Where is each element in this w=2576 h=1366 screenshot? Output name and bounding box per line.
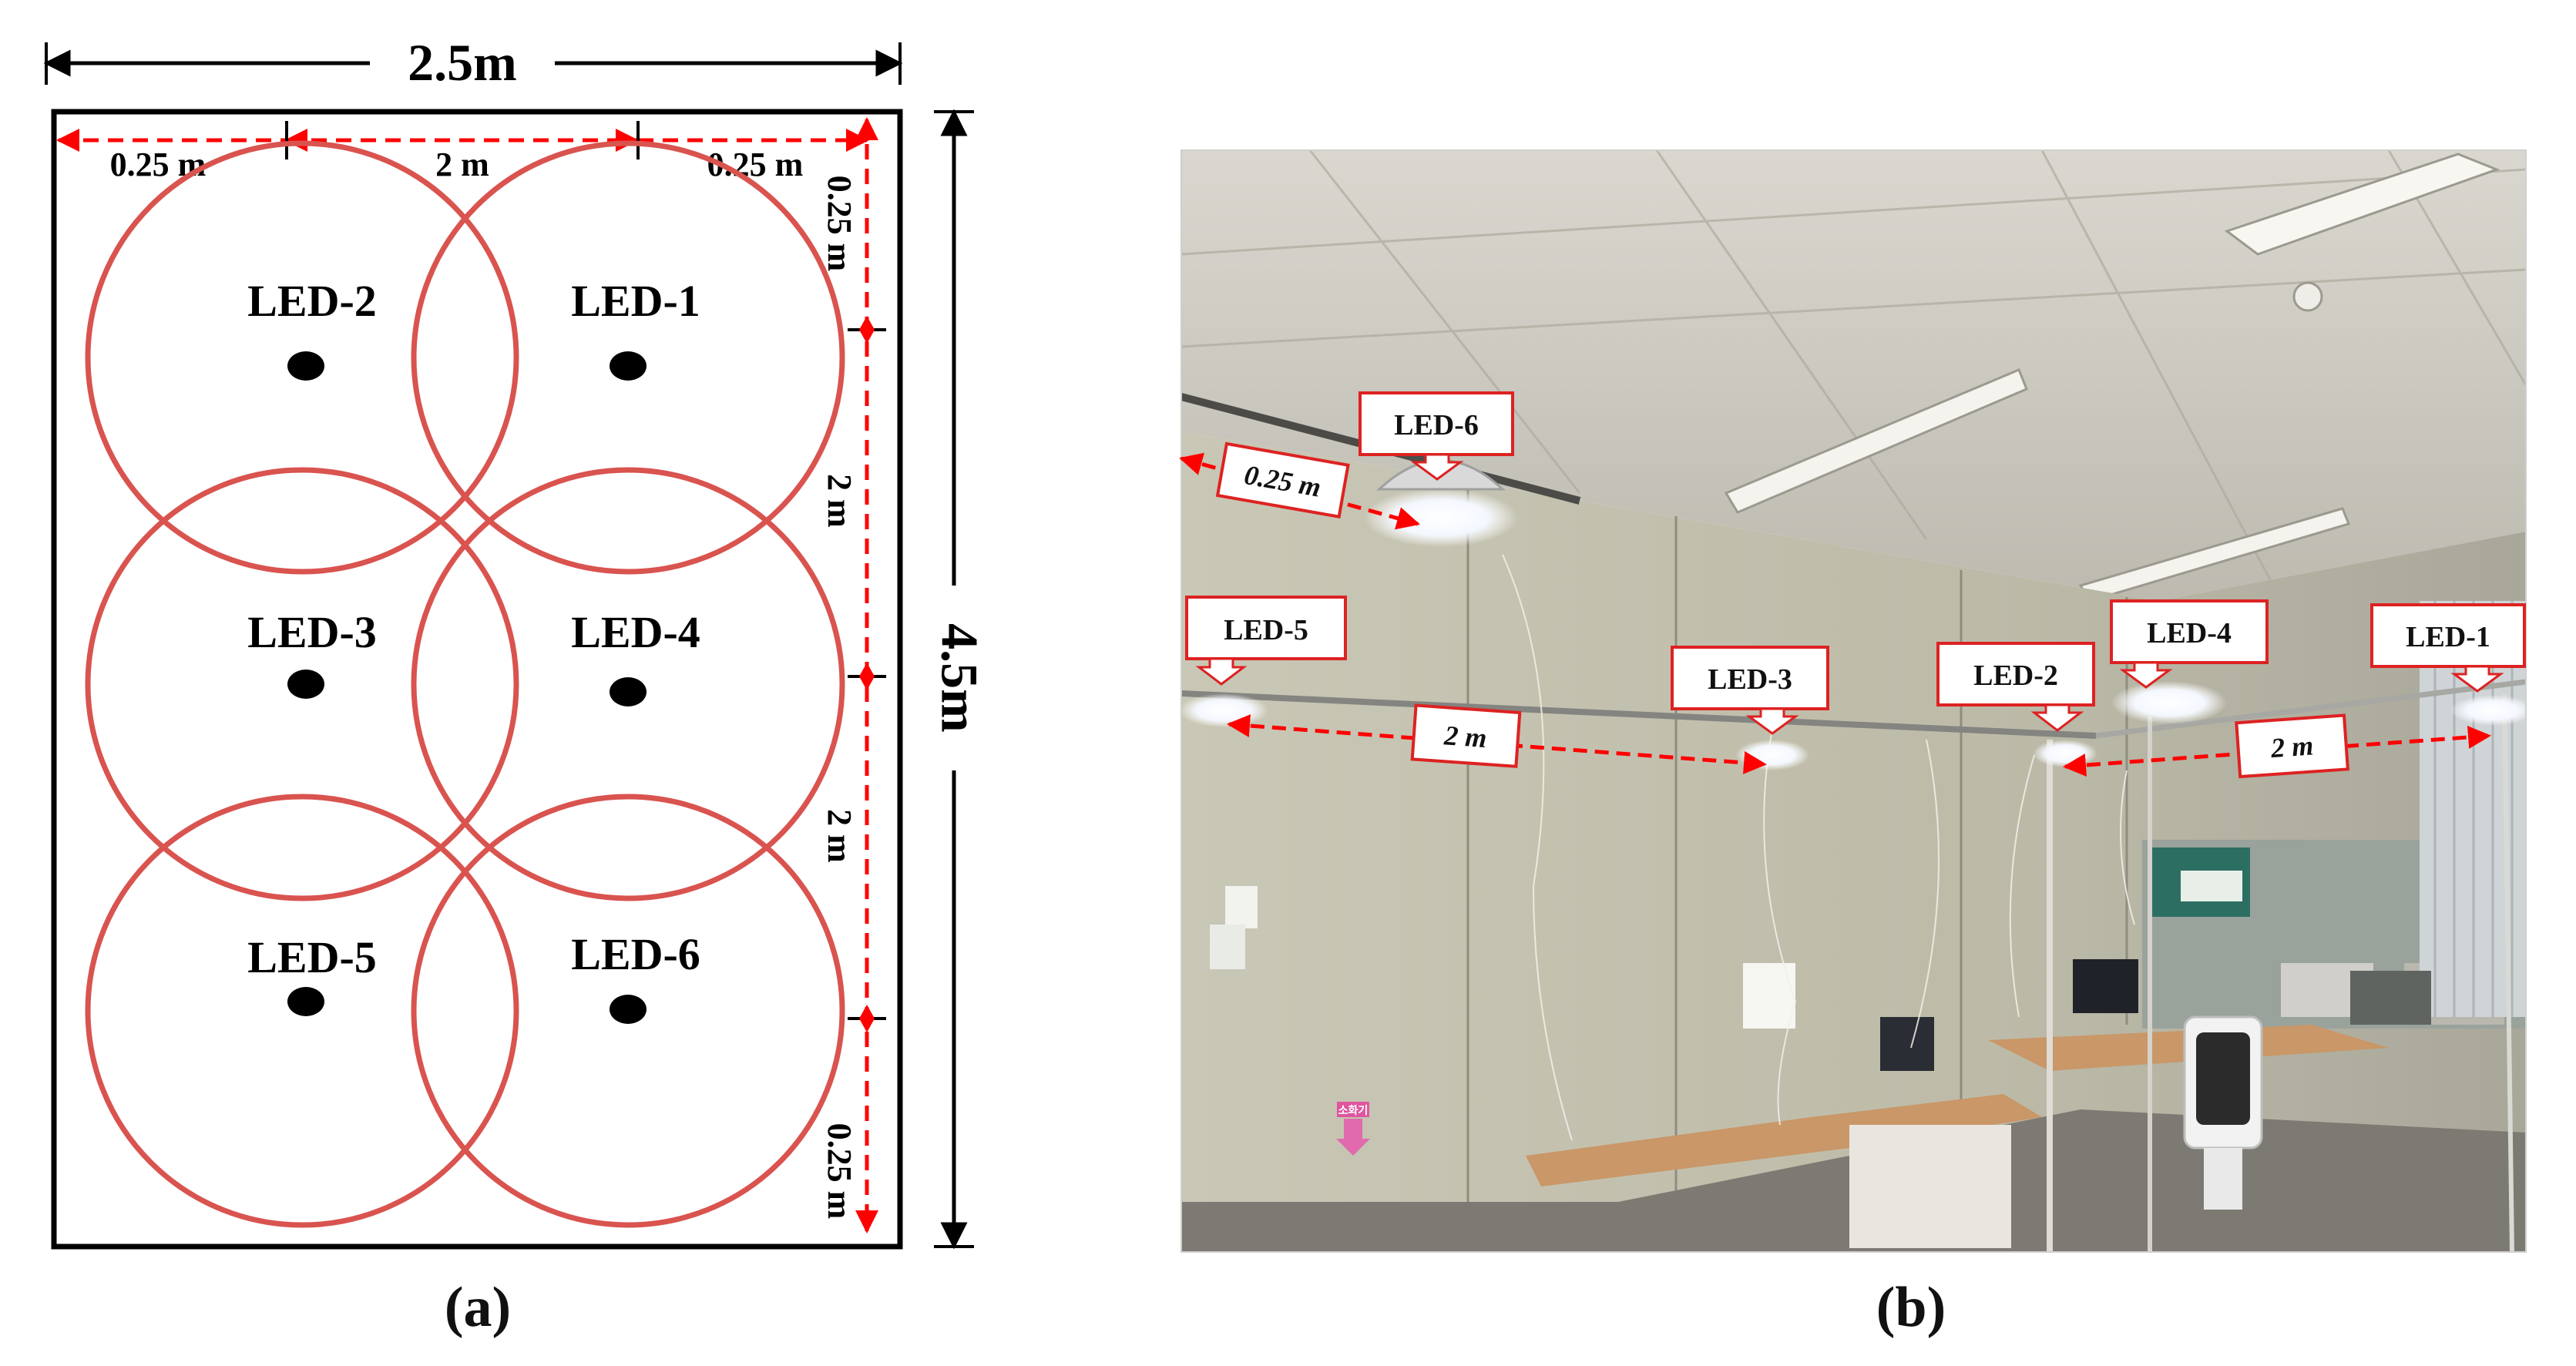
panel-b-photo: 소화기 <box>1179 149 2527 1253</box>
distance-label-left: 2 m <box>1442 720 1488 753</box>
lamp-led-3 <box>1735 740 1809 770</box>
led-dot <box>610 677 647 706</box>
top-middle-label: 2 m <box>435 146 489 183</box>
right-bottom-margin-label: 0.25 m <box>821 1123 858 1220</box>
led-markers: LED-2 LED-1 LED-3 LED-4 LED-5 LED-6 <box>247 276 700 1024</box>
wall-sign-text: 소화기 <box>1338 1105 1369 1117</box>
lamp-led-6 <box>1364 488 1518 547</box>
right-top-margin-label: 0.25 m <box>821 176 858 272</box>
lamp-led-1 <box>2450 695 2526 726</box>
callout-led-2: LED-2 <box>1973 660 2058 692</box>
coverage-circle-led-4 <box>411 467 845 901</box>
led-label: LED-3 <box>247 607 377 657</box>
led-label: LED-6 <box>571 929 700 979</box>
led-dot <box>287 351 324 381</box>
distance-label-right: 2 m <box>2269 730 2315 764</box>
coverage-circle-led-2 <box>85 140 519 575</box>
callout-led-4: LED-4 <box>2147 617 2232 649</box>
coverage-circle-led-3 <box>85 467 519 901</box>
callout-led-6: LED-6 <box>1394 409 1479 441</box>
width-label: 2.5m <box>408 33 517 92</box>
room-outline <box>51 109 903 1250</box>
callout-led-5: LED-5 <box>1224 614 1308 646</box>
coverage-circle-led-1 <box>411 140 845 575</box>
panel-b-caption: (b) <box>1876 1276 1946 1339</box>
callout-led-1: LED-1 <box>2406 621 2490 653</box>
led-dot <box>287 670 324 699</box>
led-dot <box>287 987 324 1016</box>
photo-callouts: LED-6 LED-5 LED-3 LED-2 LED-4 LED-1 <box>1185 391 2526 735</box>
led-label: LED-2 <box>247 276 377 326</box>
photo-distance-markers: 0.25 m 2 m 2 m <box>1179 441 2491 779</box>
panel-a-caption: (a) <box>444 1276 512 1339</box>
lamp-led-5 <box>1181 693 1268 727</box>
coverage-circle-led-5 <box>85 794 519 1228</box>
top-spacing-markers: 0.25 m 2 m 0.25 m <box>56 121 869 183</box>
led-label: LED-4 <box>571 607 700 657</box>
led-label: LED-1 <box>571 276 700 326</box>
callout-led-3: LED-3 <box>1708 663 1792 696</box>
right-spacing-markers: 0.25 m 2 m 2 m 0.25 m <box>821 117 886 1233</box>
right-segment-1-label: 2 m <box>821 474 858 528</box>
coverage-circles <box>85 140 845 1228</box>
top-left-margin-label: 0.25 m <box>110 146 207 183</box>
height-label: 4.5m <box>930 623 989 733</box>
right-segment-2-label: 2 m <box>821 809 858 863</box>
led-label: LED-5 <box>247 932 377 982</box>
panel-a-layout: 2.5m 4.5m 0.25 m 2 m 0.25 m <box>43 31 989 1250</box>
coverage-circle-led-6 <box>411 794 845 1228</box>
led-dot <box>610 351 647 381</box>
lamp-led-4 <box>2111 681 2227 724</box>
wall-sign <box>1337 1102 1369 1117</box>
led-dot <box>610 995 647 1024</box>
